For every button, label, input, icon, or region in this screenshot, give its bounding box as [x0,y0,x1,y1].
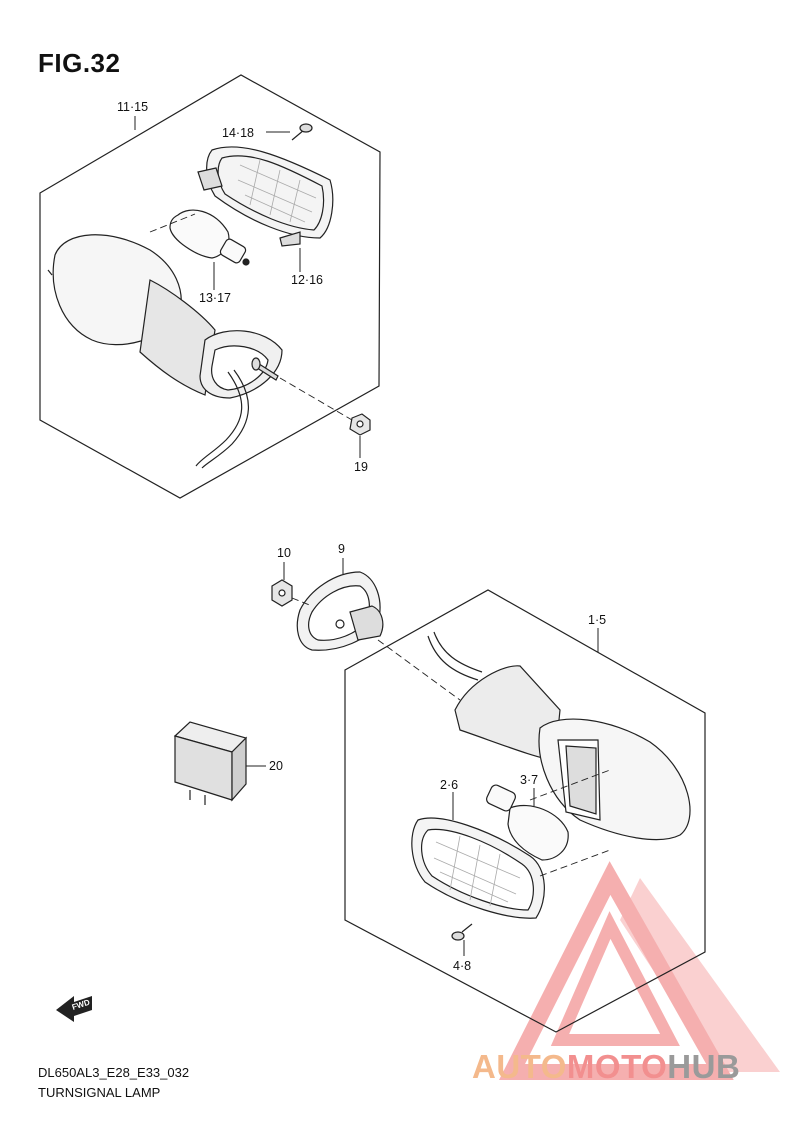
drawing-code: DL650AL3_E28_E33_032 [38,1065,190,1080]
relay-part [173,721,248,805]
callout-2-6: 2·6 [440,778,458,792]
upper-wire [195,369,249,469]
callout-3-7: 3·7 [520,773,538,787]
lower-housing-part [454,665,691,841]
watermark-brand-moto: MOTO [566,1048,668,1085]
figure-title: FIG.32 [38,48,121,78]
lower-assembly-frame [344,589,706,1033]
callout-12-16: 12·16 [291,273,323,287]
callout-1-5: 1·5 [588,613,606,627]
callout-20: 20 [269,759,283,773]
lower-wire [427,631,483,681]
upper-housing-part [47,234,283,399]
lower-callout-leaders [246,558,599,956]
callout-14-18: 14·18 [222,126,254,140]
drawing-name: TURNSIGNAL LAMP [38,1085,161,1100]
lower-leader-lines [291,597,611,877]
watermark-brand-hub: HUB [667,1048,741,1085]
upper-lens-part [197,146,334,247]
upper-leader-lines [149,213,353,421]
gasket-part [296,571,384,651]
upper-bulb-part [169,209,250,266]
callout-4-8: 4·8 [453,959,471,973]
watermark-brand-auto: AUTO [472,1048,567,1085]
callout-9: 9 [338,542,345,556]
callout-11-15: 11·15 [117,100,148,114]
lower-screw-part [451,923,473,941]
callout-19: 19 [354,460,368,474]
upper-callout-leaders [134,116,361,458]
watermark-brand: AUTOMOTOHUB [472,1048,740,1086]
upper-nut-part [349,413,371,436]
upper-screw-part [291,123,313,141]
upper-stud [251,357,279,381]
upper-assembly-frame [39,74,381,499]
callout-13-17: 13·17 [199,291,231,305]
watermark-logo [498,861,780,1080]
callout-10: 10 [277,546,291,560]
fwd-arrow-icon: FWD [56,996,92,1022]
lower-nut-part [271,579,293,607]
lower-lens-part [411,817,545,919]
lower-bulb-part [486,784,569,861]
